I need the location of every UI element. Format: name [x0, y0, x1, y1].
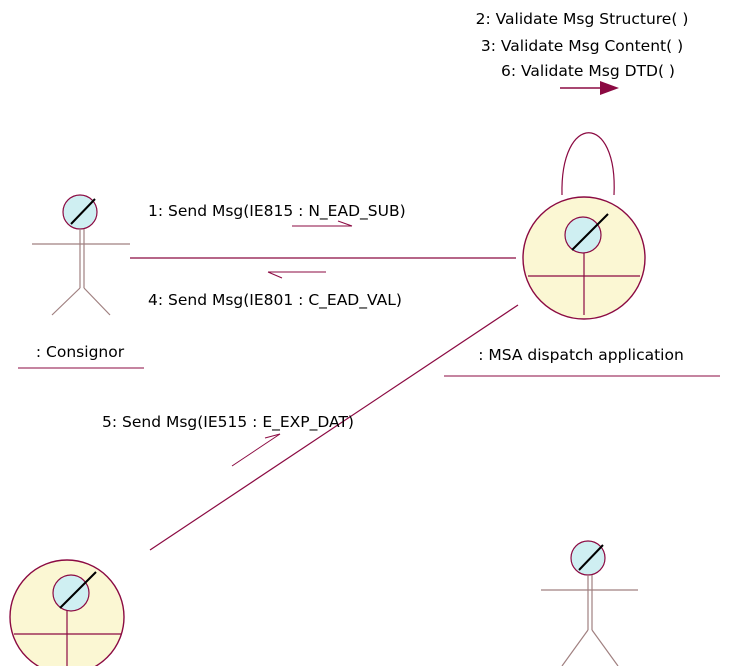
- consignor-label: : Consignor: [36, 343, 125, 361]
- lower-left-object-icon: [9, 559, 125, 666]
- msa-dispatch-label: : MSA dispatch application: [478, 346, 684, 364]
- link-msa-lower-left: [149, 304, 519, 551]
- lower-right-actor-icon: [541, 540, 638, 666]
- self-loop-link: [561, 132, 615, 196]
- self-call-2-label: 2: Validate Msg Structure( ): [476, 10, 689, 28]
- self-call-arrow-icon: [560, 81, 619, 95]
- self-call-3-label: 3: Validate Msg Content( ): [481, 37, 683, 55]
- msa-dispatch-object-icon: [522, 196, 646, 320]
- self-call-6-label: 6: Validate Msg DTD( ): [501, 62, 675, 80]
- message-1-label: 1: Send Msg(IE815 : N_EAD_SUB): [148, 202, 406, 221]
- message-4-arrow-icon: [267, 271, 326, 279]
- message-4-label: 4: Send Msg(IE801 : C_EAD_VAL): [148, 291, 402, 310]
- message-5-arrow-icon: [231, 433, 281, 467]
- message-1-arrow-icon: [292, 220, 353, 227]
- consignor-actor-icon: [32, 194, 130, 316]
- message-5-label: 5: Send Msg(IE515 : E_EXP_DAT): [102, 413, 354, 432]
